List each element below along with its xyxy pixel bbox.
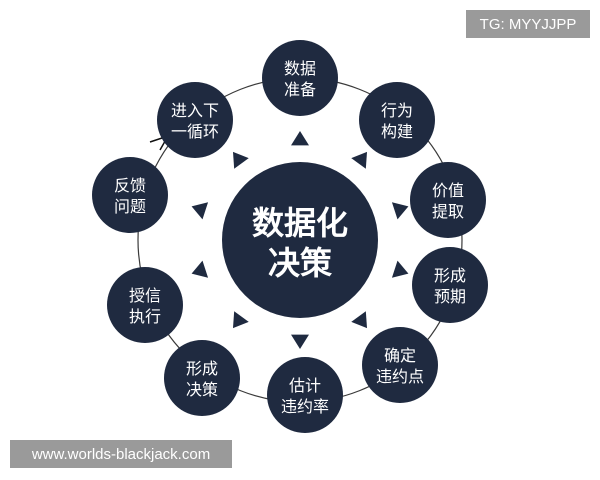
direction-triangle-icon [391, 202, 409, 220]
cycle-node-label: 违约率 [281, 397, 329, 416]
cycle-node-circle [362, 327, 438, 403]
cycle-node-label: 行为 [381, 101, 413, 120]
cycle-node-label: 价值 [432, 181, 464, 200]
direction-triangle-icon [291, 334, 309, 349]
cycle-node-circle [267, 357, 343, 433]
direction-triangle-icon [191, 202, 209, 220]
cycle-node-label: 数据 [284, 59, 316, 78]
cycle-node-circle [107, 267, 183, 343]
direction-triangle-icon [391, 260, 409, 278]
watermark-bottom: www.worlds-blackjack.com [10, 440, 232, 468]
center-circle [222, 162, 378, 318]
cycle-node-label: 授信 [129, 286, 161, 305]
cycle-node-label: 形成 [434, 266, 466, 285]
direction-triangle-icon [291, 131, 309, 146]
cycle-node-label: 预期 [434, 287, 466, 306]
cycle-node-label: 执行 [129, 307, 161, 326]
cycle-node-label: 提取 [432, 202, 464, 221]
cycle-node-label: 准备 [284, 80, 316, 99]
center-label: 数据化 [252, 204, 348, 242]
cycle-node-label: 进入下 [171, 101, 219, 120]
direction-triangle-icon [191, 260, 209, 278]
watermark-top: TG: MYYJJPP [466, 10, 590, 38]
direction-triangle-icon [232, 151, 249, 169]
cycle-node-label: 问题 [114, 197, 146, 216]
cycle-node-circle [262, 40, 338, 116]
cycle-node-label: 确定 [384, 346, 416, 365]
direction-triangle-icon [351, 151, 368, 169]
direction-triangle-icon [351, 311, 368, 329]
cycle-node-circle [359, 82, 435, 158]
cycle-node-label: 形成 [186, 359, 218, 378]
cycle-node-circle [412, 247, 488, 323]
cycle-node-circle [92, 157, 168, 233]
cycle-node-label: 一循环 [171, 122, 219, 141]
direction-triangle-icon [232, 311, 249, 329]
cycle-node-label: 估计 [289, 376, 321, 395]
cycle-node-circle [164, 340, 240, 416]
cycle-node-label: 违约点 [376, 367, 424, 386]
cycle-node-circle [157, 82, 233, 158]
cycle-node-circle [410, 162, 486, 238]
cycle-node-label: 决策 [186, 380, 218, 399]
cycle-node-label: 反馈 [114, 176, 146, 195]
cycle-node-label: 构建 [381, 122, 413, 141]
center-label: 决策 [268, 244, 332, 282]
